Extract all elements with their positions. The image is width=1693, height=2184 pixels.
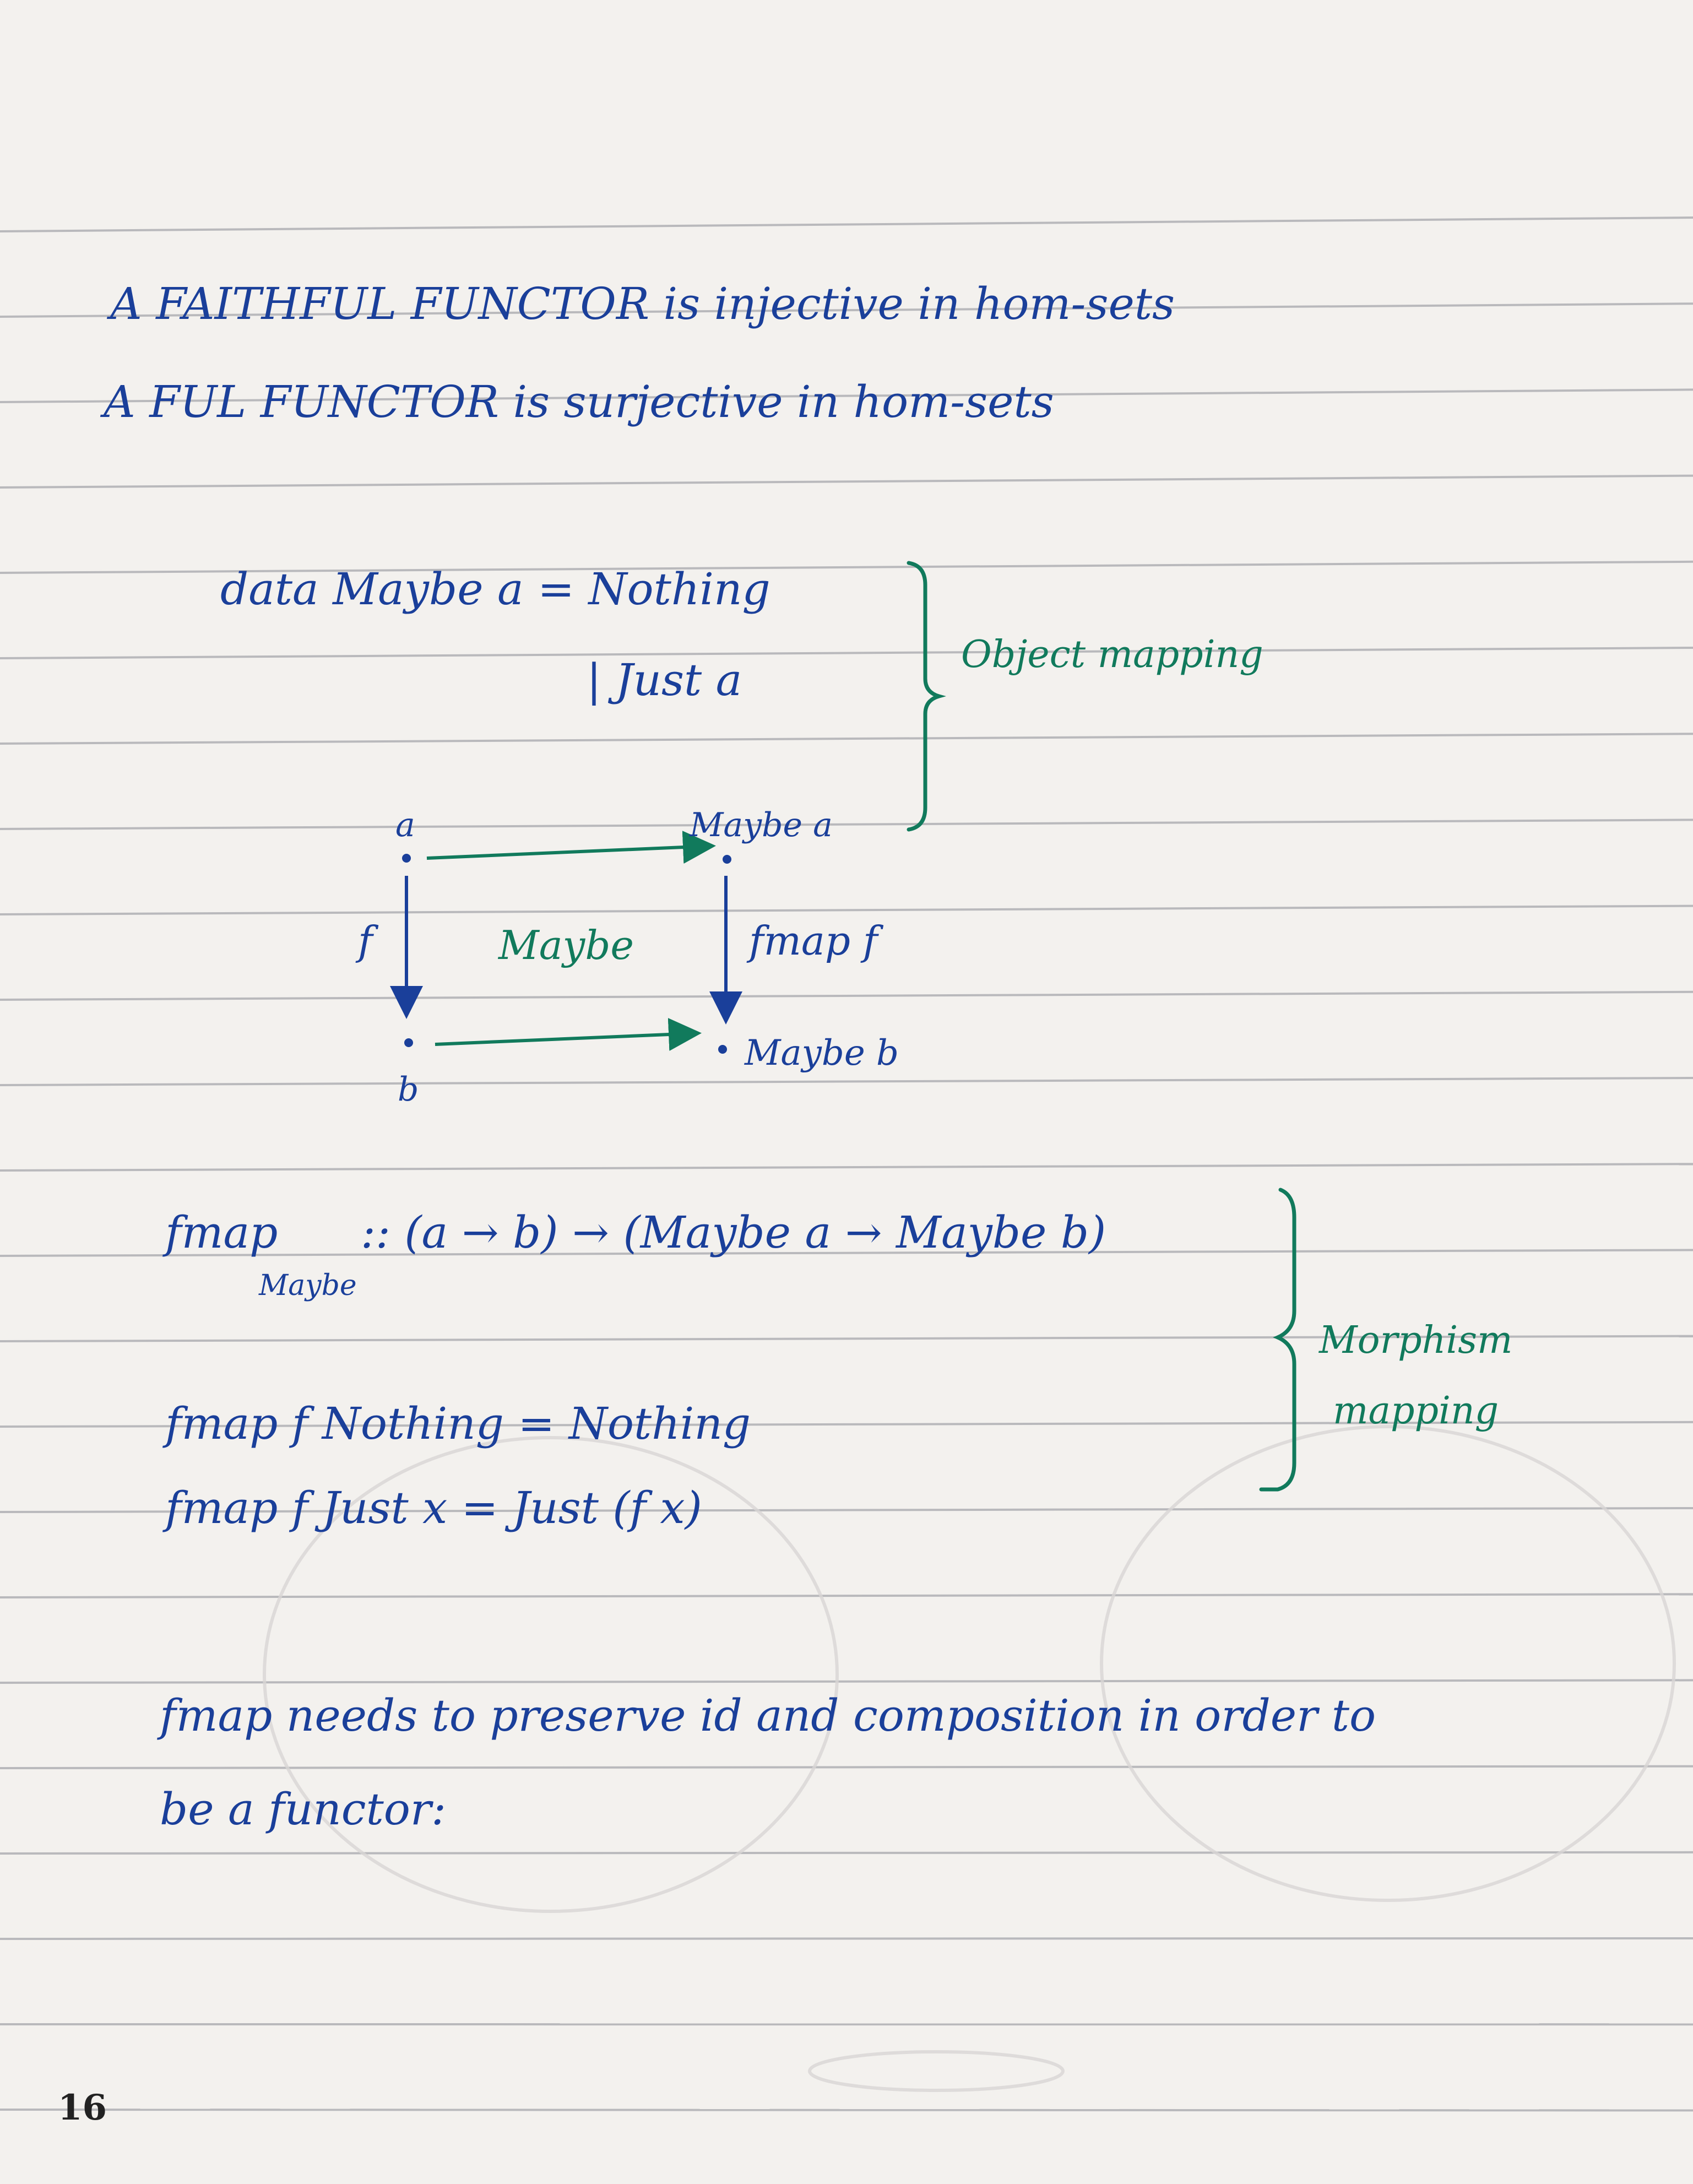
object-mapping-label: Object mapping: [961, 633, 1263, 676]
diagram-label-functor: Maybe: [498, 922, 634, 968]
diagram-dots: [402, 854, 731, 1054]
ruled-line: [0, 388, 1693, 403]
diagram-arrow-a-to-maybe-a: [426, 831, 716, 864]
ruled-line: [0, 474, 1693, 489]
ruled-line: [0, 1593, 1693, 1598]
fmap-nothing-line: fmap f Nothing = Nothing: [165, 1398, 751, 1449]
data-maybe-line: data Maybe a = Nothing: [220, 563, 770, 615]
ruled-line: [0, 560, 1693, 574]
diagram-label-maybe-b: Maybe b: [745, 1033, 899, 1074]
morphism-mapping-brace: [1259, 1188, 1296, 1492]
note-line-1: fmap needs to preserve id and compositio…: [160, 1690, 1376, 1741]
just-a-line: | Just a: [587, 654, 742, 706]
page-number: 16: [58, 2087, 107, 2128]
ruled-line: [0, 733, 1693, 745]
full-functor-line: A FUL FUNCTOR is surjective in hom-sets: [104, 376, 1054, 427]
ruled-line: [0, 1679, 1693, 1684]
ruled-line: [0, 302, 1693, 318]
ruled-line: [0, 1765, 1693, 1769]
note-line-2: be a functor:: [160, 1784, 447, 1835]
ruled-line: [0, 1507, 1693, 1513]
diagram-label-fmap-f: fmap f: [749, 918, 878, 964]
morphism-mapping-label-2: mapping: [1333, 1389, 1499, 1433]
diagram-arrow-b-to-maybe-b: [435, 1018, 702, 1052]
diagram-label-maybe-a: Maybe a: [690, 806, 833, 844]
object-mapping-brace: [907, 561, 946, 832]
ruled-line: [0, 904, 1693, 915]
ruled-line: [0, 1249, 1693, 1257]
diagram-label-b: b: [398, 1070, 419, 1109]
ruled-line: [0, 1851, 1693, 1855]
fmap-signature-subscript: Maybe: [259, 1269, 357, 1302]
ruled-line: [0, 647, 1693, 659]
ruled-line: [0, 1163, 1693, 1172]
ruled-line: [0, 216, 1693, 232]
fmap-just-line: fmap f Just x = Just (f x): [165, 1482, 702, 1533]
fmap-signature-type: :: (a → b) → (Maybe a → Maybe b): [361, 1207, 1106, 1258]
show-through-marks: [263, 1425, 1676, 2092]
ruled-line: [0, 1937, 1693, 1940]
ruled-line: [0, 990, 1693, 1001]
ruled-line: [0, 819, 1693, 830]
faithful-functor-line: A FAITHFUL FUNCTOR is injective in hom-s…: [110, 278, 1175, 329]
morphism-mapping-label-1: Morphism: [1319, 1319, 1513, 1362]
diagram-label-a: a: [395, 806, 415, 844]
fmap-signature-name: fmap: [165, 1207, 278, 1258]
ruled-line: [0, 1077, 1693, 1086]
ruled-line: [0, 1335, 1693, 1342]
ruled-lines: [0, 216, 1693, 2112]
diagram-label-f: f: [358, 918, 373, 964]
ruled-line: [0, 1421, 1693, 1428]
